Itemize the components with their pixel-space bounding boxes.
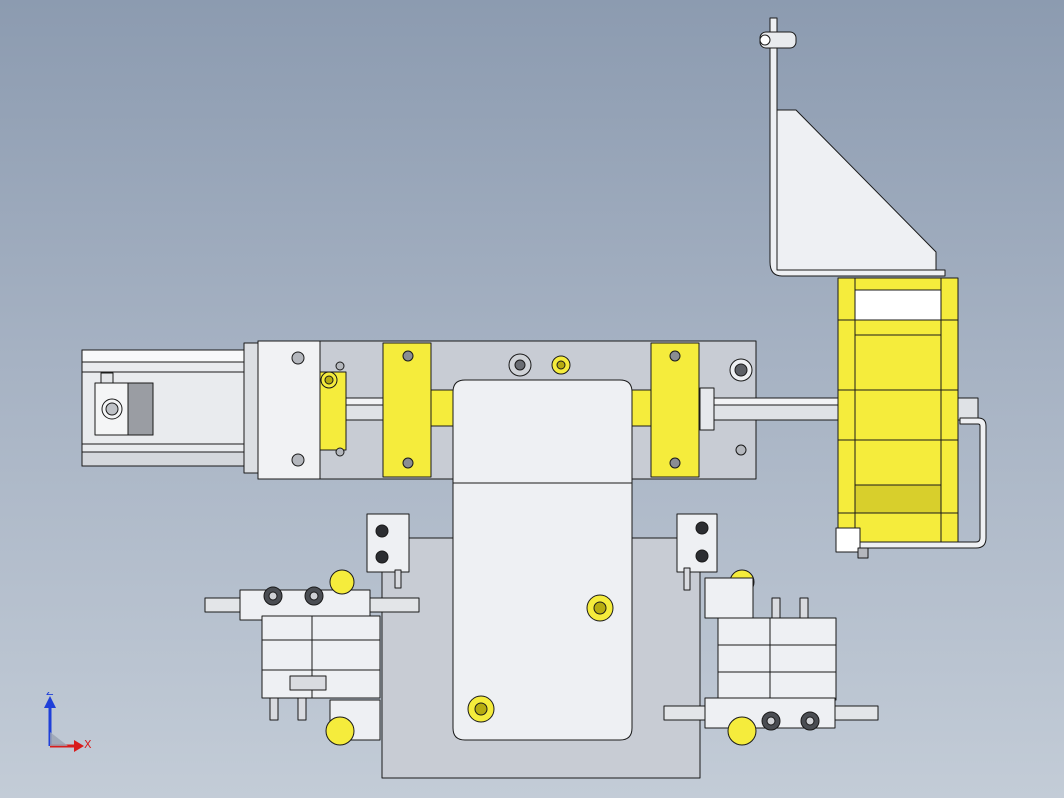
triad-x-label: X — [84, 738, 92, 751]
drag-chain — [835, 277, 987, 559]
pneumatic-cylinder-left — [204, 513, 420, 746]
servo-motor — [81, 340, 321, 480]
triad-x-arrow — [74, 740, 84, 752]
chain-bracket — [759, 17, 946, 277]
slider-plate — [452, 379, 633, 741]
triad-z-arrow — [44, 696, 56, 708]
pneumatic-cylinder-right — [663, 513, 879, 746]
linear-bearing-blocks — [382, 342, 700, 478]
coordinate-triad: Z X — [38, 685, 98, 754]
triad-origin-plane — [50, 732, 68, 746]
triad-z-label: Z — [46, 692, 54, 698]
